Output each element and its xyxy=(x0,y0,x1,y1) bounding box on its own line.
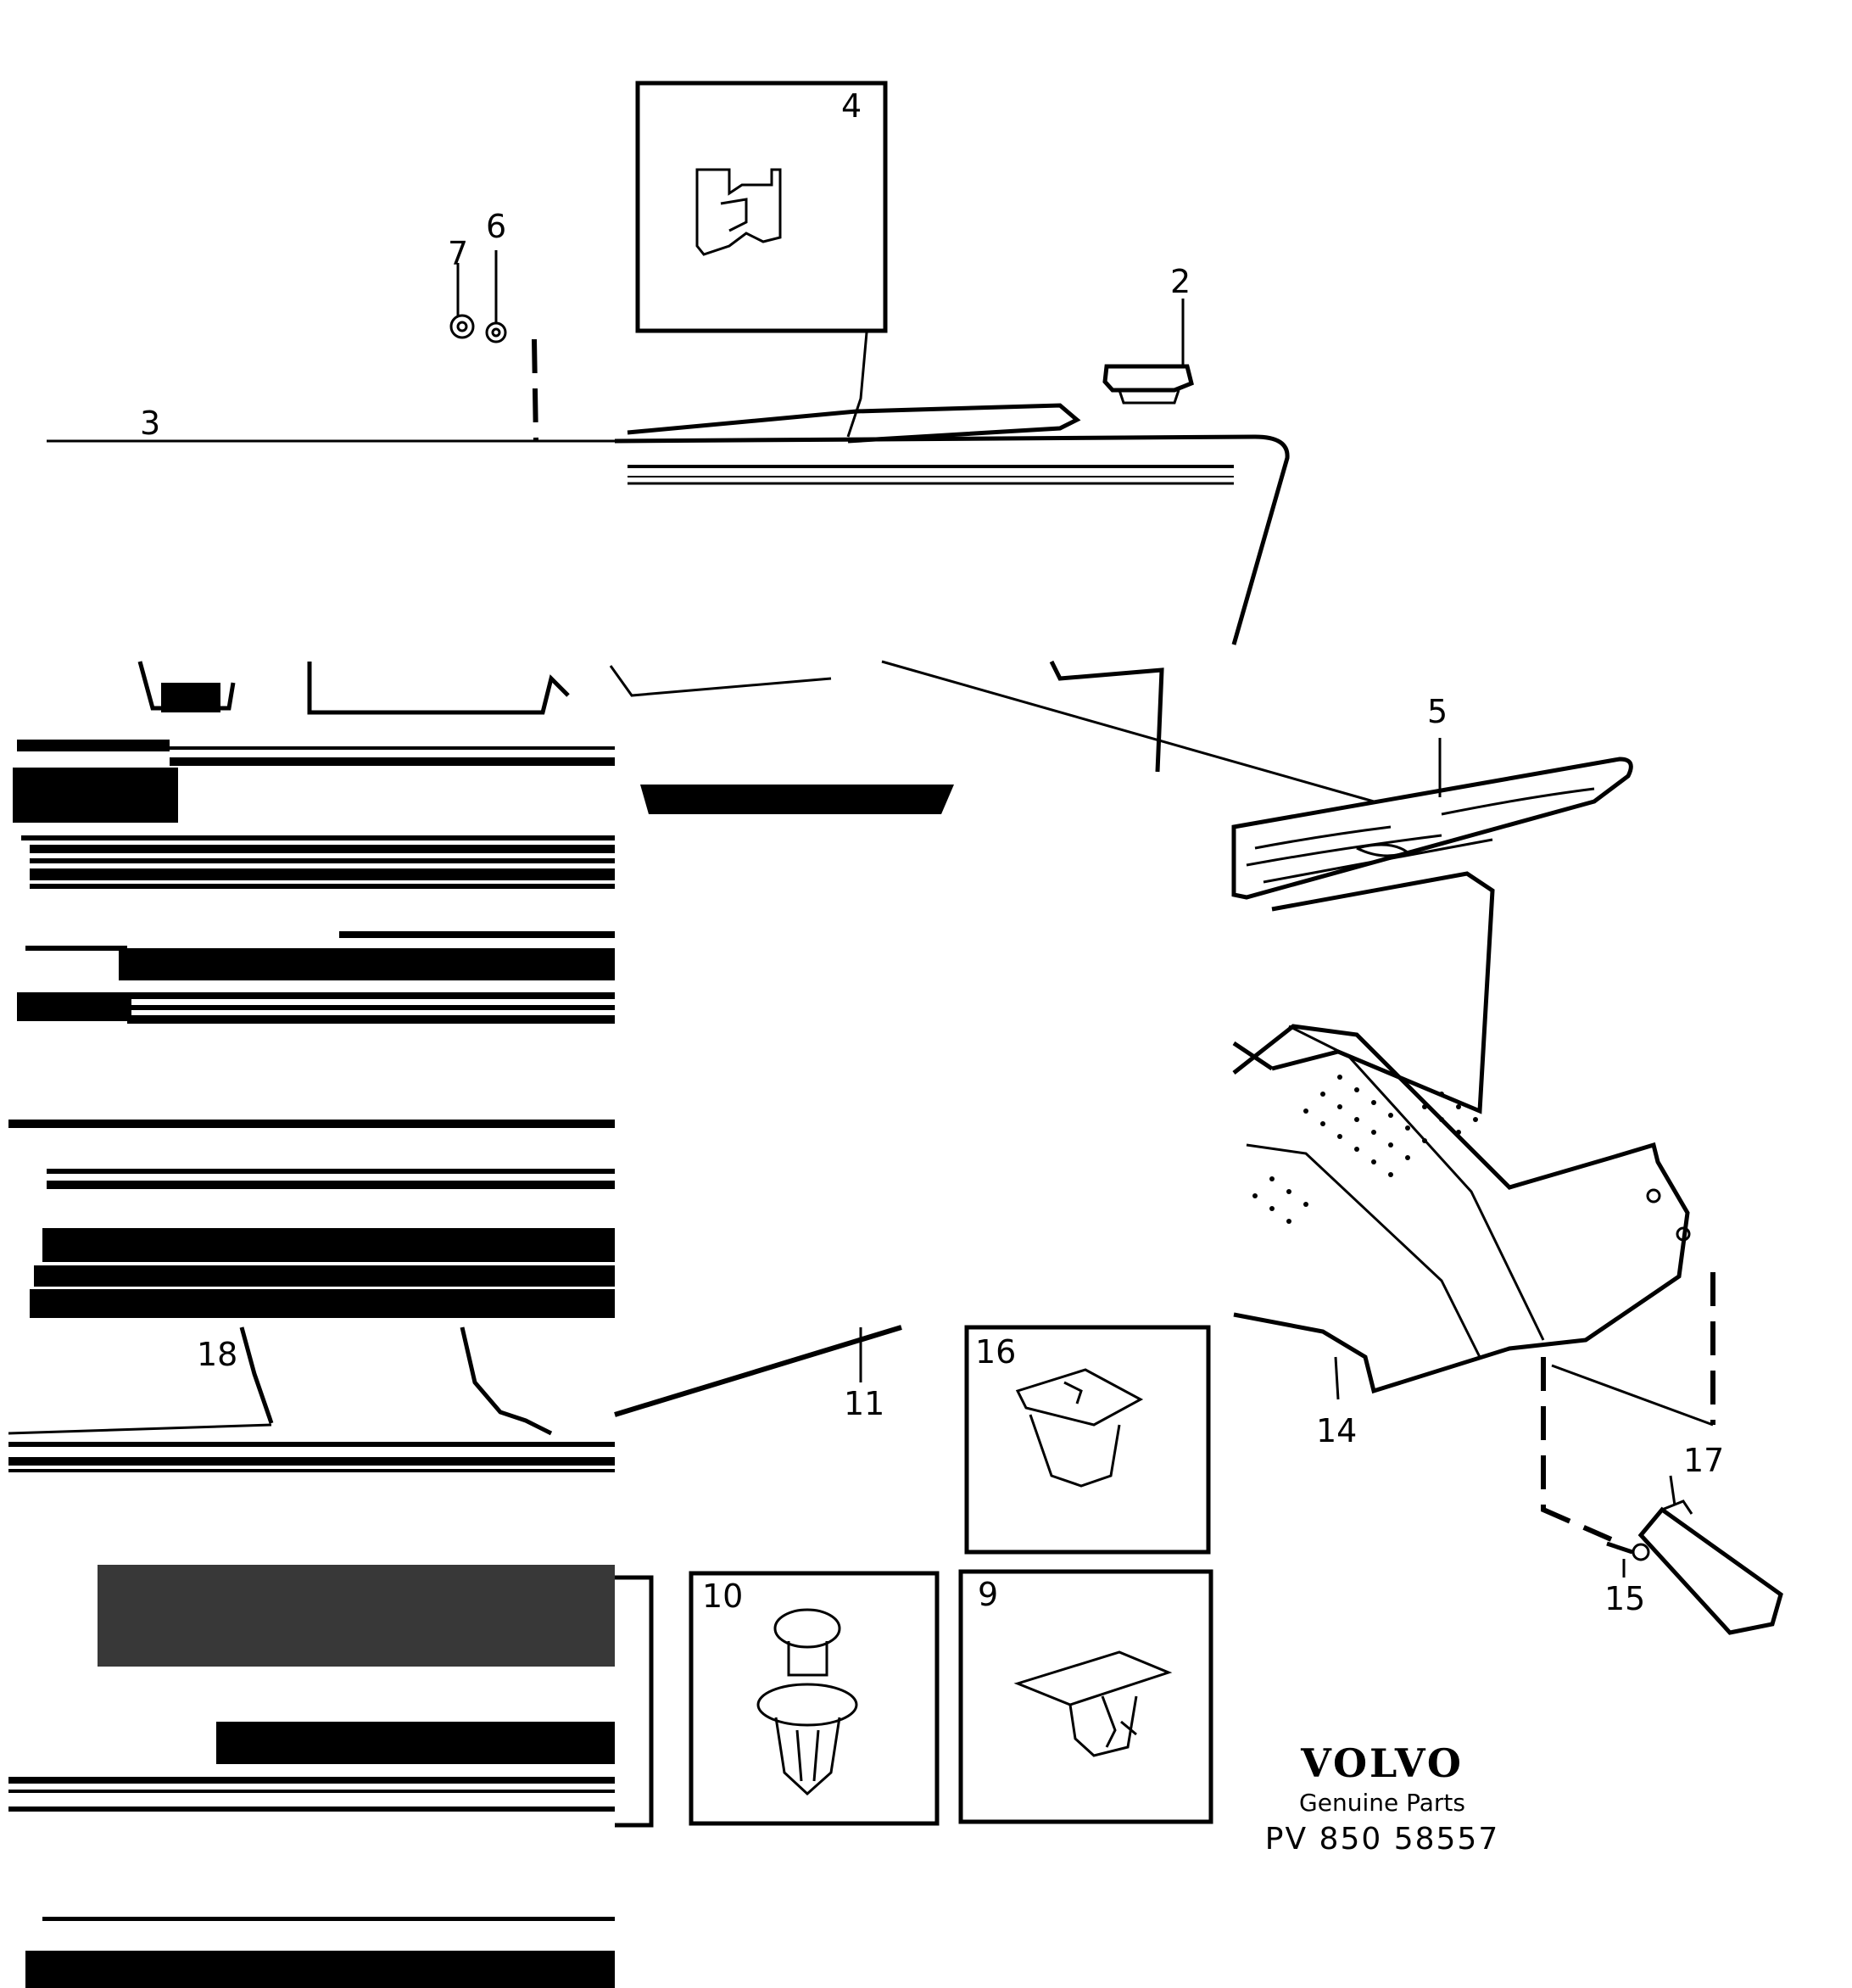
detail-box-10: 10 xyxy=(689,1571,940,1826)
callout-15: 15 xyxy=(1604,1580,1645,1617)
volvo-logo: VOLVO xyxy=(1300,1740,1464,1786)
detail-box-9: 9 xyxy=(958,1569,1213,1824)
wood-trim-part-5 xyxy=(1231,738,1633,900)
callout-4: 4 xyxy=(841,87,862,125)
callout-11: 11 xyxy=(844,1385,884,1422)
clip-part-4 xyxy=(695,168,782,256)
callout-6: 6 xyxy=(486,208,506,245)
callout-7: 7 xyxy=(448,235,468,272)
console-part-14 xyxy=(1232,871,1691,1400)
brand-block: VOLVO Genuine Parts PV 850 58557 xyxy=(1265,1740,1499,1857)
nut-part-7 xyxy=(449,263,475,339)
washer-part-6 xyxy=(485,250,507,343)
clip-part-2 xyxy=(1102,299,1194,405)
detail-box-16: 16 xyxy=(964,1325,1211,1555)
callout-14: 14 xyxy=(1316,1412,1357,1449)
mount-line-6-7 xyxy=(532,338,538,442)
leader-4 xyxy=(846,332,868,438)
detail-box-4: 4 xyxy=(635,81,888,333)
leader-11 xyxy=(614,1325,902,1417)
perforated-grille xyxy=(1252,1075,1478,1224)
callout-2: 2 xyxy=(1170,263,1191,300)
screw-part-15 xyxy=(1606,1541,1650,1578)
callout-9: 9 xyxy=(978,1576,998,1613)
callout-3: 3 xyxy=(140,405,160,442)
clip-part-9 xyxy=(1013,1650,1173,1757)
push-pin-part-10 xyxy=(756,1608,858,1796)
dashboard-panel xyxy=(47,403,1290,814)
callout-10: 10 xyxy=(702,1578,743,1615)
callout-17: 17 xyxy=(1683,1442,1724,1479)
clip-part-16 xyxy=(1015,1368,1144,1488)
bracket-part-17 xyxy=(1637,1475,1783,1635)
mount-line-15 xyxy=(1541,1357,1613,1542)
brand-subtitle: Genuine Parts xyxy=(1299,1789,1465,1817)
callout-5: 5 xyxy=(1427,693,1448,730)
reference-number: PV 850 58557 xyxy=(1265,1822,1499,1857)
lower-dash-structure xyxy=(8,661,654,1988)
callout-16: 16 xyxy=(975,1333,1016,1371)
callout-18: 18 xyxy=(197,1336,237,1373)
leader-5 xyxy=(881,660,1375,803)
